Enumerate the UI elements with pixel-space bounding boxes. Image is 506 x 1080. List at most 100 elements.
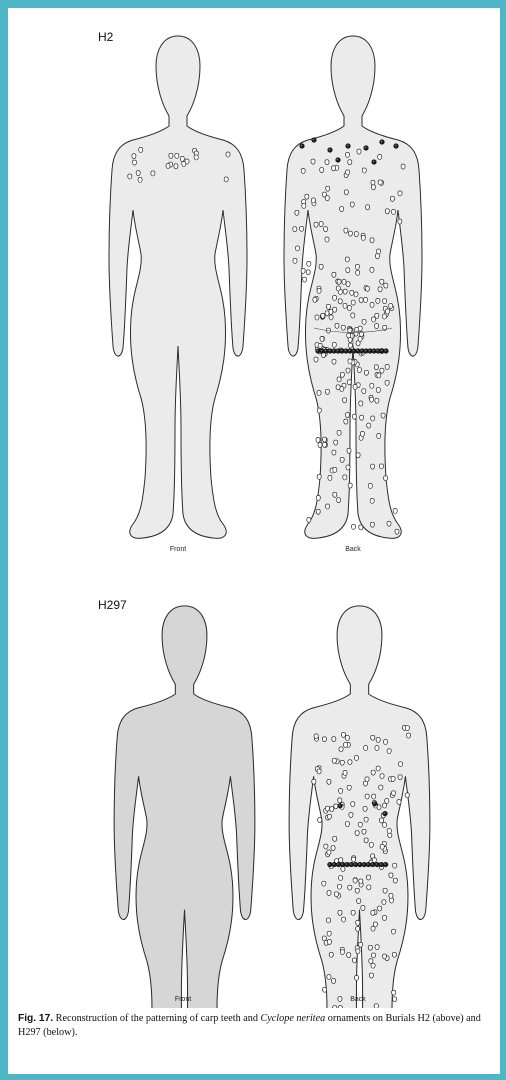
carp-tooth-mark [327, 891, 331, 896]
carp-tooth-mark [377, 906, 381, 911]
carp-tooth-mark [365, 777, 369, 782]
carp-tooth-mark [333, 296, 337, 301]
carp-tooth-mark [354, 756, 358, 761]
carp-tooth-mark [398, 775, 402, 780]
carp-tooth-mark [311, 198, 315, 203]
carp-tooth-mark [365, 794, 369, 799]
carp-tooth-mark [341, 917, 345, 922]
carp-tooth-mark [398, 762, 402, 767]
carp-tooth-mark [174, 164, 178, 169]
carp-tooth-mark [371, 416, 375, 421]
carp-tooth-mark [346, 268, 350, 273]
carp-tooth-mark [332, 450, 336, 455]
carp-tooth-mark [380, 844, 384, 849]
carp-tooth-mark [314, 222, 318, 227]
cyclope-neritea-mark [338, 803, 343, 808]
carp-tooth-mark [306, 270, 310, 275]
carp-tooth-mark [325, 196, 329, 201]
carp-tooth-mark [319, 222, 323, 227]
carp-tooth-mark [382, 916, 386, 921]
carp-tooth-mark [392, 990, 396, 995]
carp-tooth-mark [346, 368, 350, 373]
view-label-back: Back [323, 546, 383, 553]
carp-tooth-mark [378, 287, 382, 292]
carp-tooth-mark [391, 210, 395, 215]
carp-tooth-mark [339, 876, 343, 881]
carp-tooth-mark [370, 383, 374, 388]
carp-tooth-mark [295, 210, 299, 215]
carp-tooth-mark [370, 268, 374, 273]
carp-tooth-mark [364, 370, 368, 375]
panel-label-h297: H297 [98, 598, 127, 612]
carp-tooth-mark [330, 807, 334, 812]
carp-tooth-mark [332, 272, 336, 277]
carp-tooth-mark [366, 205, 370, 210]
carp-tooth-mark [312, 779, 316, 784]
carp-tooth-mark [347, 306, 351, 311]
cyclope-neritea-mark [300, 144, 305, 149]
carp-tooth-mark [385, 799, 389, 804]
carp-tooth-mark [182, 162, 186, 167]
carp-tooth-mark [324, 227, 328, 232]
carp-tooth-mark [362, 319, 366, 324]
carp-tooth-mark [338, 910, 342, 915]
carp-tooth-mark [393, 509, 397, 514]
carp-tooth-mark [372, 794, 376, 799]
carp-tooth-mark [401, 164, 405, 169]
carp-tooth-mark [375, 746, 379, 751]
carp-tooth-mark [345, 257, 349, 262]
carp-tooth-mark [393, 863, 397, 868]
carp-tooth-mark [322, 881, 326, 886]
carp-tooth-mark [166, 164, 170, 169]
carp-tooth-mark [332, 343, 336, 348]
carp-tooth-mark [132, 154, 136, 159]
carp-tooth-mark [327, 940, 331, 945]
carp-tooth-mark [406, 733, 410, 738]
carp-tooth-mark [379, 464, 383, 469]
carp-tooth-mark [349, 813, 353, 818]
carp-tooth-mark [379, 818, 383, 823]
carp-tooth-mark [382, 314, 386, 319]
carp-tooth-mark [372, 317, 376, 322]
carp-tooth-mark [345, 736, 349, 741]
carp-tooth-mark [348, 231, 352, 236]
carp-tooth-mark [352, 414, 356, 419]
carp-tooth-mark [356, 920, 360, 925]
carp-tooth-mark [351, 524, 355, 529]
carp-tooth-mark [345, 413, 349, 418]
carp-tooth-mark [377, 434, 381, 439]
carp-tooth-mark [371, 910, 375, 915]
carp-tooth-mark [338, 299, 342, 304]
carp-tooth-mark [356, 949, 360, 954]
carp-tooth-mark [350, 202, 354, 207]
carp-tooth-mark [382, 803, 386, 808]
carp-tooth-mark [325, 160, 329, 165]
carp-tooth-mark [327, 814, 331, 819]
carp-tooth-mark [376, 766, 380, 771]
carp-tooth-mark [332, 758, 336, 763]
cyclope-neritea-mark [336, 158, 341, 163]
carp-tooth-mark [317, 769, 321, 774]
carp-tooth-mark [334, 892, 338, 897]
carp-tooth-mark [348, 343, 352, 348]
carp-tooth-mark [371, 464, 375, 469]
carp-tooth-mark [376, 299, 380, 304]
carp-tooth-mark [325, 237, 329, 242]
cyclope-neritea-mark [383, 811, 388, 816]
carp-tooth-mark [379, 785, 383, 790]
carp-tooth-mark [392, 952, 396, 957]
carp-tooth-mark [340, 760, 344, 765]
carp-tooth-mark [345, 822, 349, 827]
carp-tooth-mark [385, 309, 389, 314]
carp-tooth-mark [354, 292, 358, 297]
carp-tooth-mark [358, 942, 362, 947]
carp-tooth-mark [325, 389, 329, 394]
carp-tooth-mark [136, 171, 140, 176]
carp-tooth-mark [385, 380, 389, 385]
carp-tooth-mark [335, 323, 339, 328]
carp-tooth-mark [333, 492, 337, 497]
carp-tooth-mark [351, 313, 355, 318]
carp-tooth-mark [301, 169, 305, 174]
carp-tooth-mark [360, 432, 364, 437]
carp-tooth-mark [322, 437, 326, 442]
